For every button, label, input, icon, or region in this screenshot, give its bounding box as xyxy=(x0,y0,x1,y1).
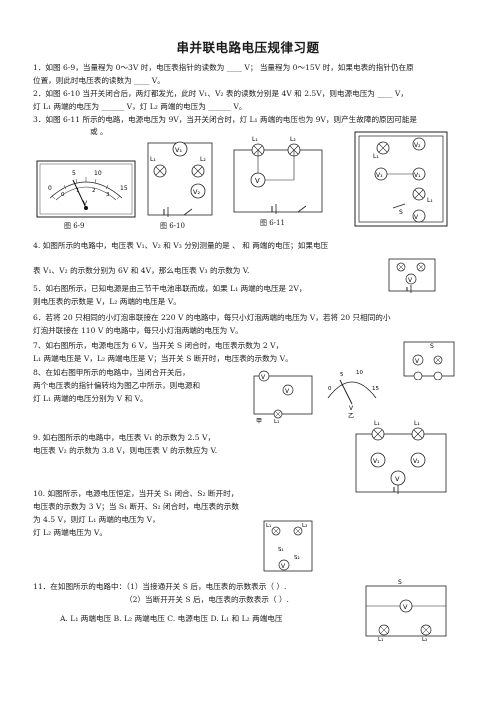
figure-q8-yi: 0 5 10 15 V 乙 xyxy=(327,370,379,420)
q8dial-unit: V xyxy=(349,405,354,412)
q4fig-l1b: L₁ xyxy=(427,197,433,204)
q9fig-l1: L₁ xyxy=(374,420,380,427)
q5fig-v: V xyxy=(408,277,413,284)
q10fig-s2: S₂ xyxy=(294,555,300,561)
q3-line-1: 3．如图 6-11 所示的电路，电源电压为 9V，当开关闭合时，灯 L₁ 两端的… xyxy=(33,115,418,124)
q8-line-2: 两个电压表的指针偏转均为图乙中所示，则电源和 xyxy=(33,381,201,390)
fig610-v2: V₂ xyxy=(193,188,200,196)
q4fig-v2: V₂ xyxy=(414,142,421,149)
q1-line-2: 位置，则此时电压表的读数为 ____ V。 xyxy=(33,76,165,85)
q9fig-l1b: L₁ xyxy=(414,420,420,427)
q10-line-3: 为 4.5 V，则灯 L₁ 两端的电压为 V， xyxy=(33,515,160,524)
q8-line-1: 8、在如右图甲所示的电路中，当闭合开关后， xyxy=(33,368,190,377)
q11fig-l1: L₁ xyxy=(378,637,383,642)
figure-q7-circuit: S V xyxy=(403,341,455,380)
q4fig-v3: V₃ xyxy=(376,172,383,179)
q11fig-s: S xyxy=(398,579,402,586)
dial-top-15: 15 xyxy=(120,185,128,192)
q2-line-1: 2．如图 6-10 当开关闭合后，两灯都发光，此时 V₁、V₂ 表的读数分别是 … xyxy=(33,89,408,98)
q10fig-v: V xyxy=(281,563,286,570)
q8dial-10: 10 xyxy=(356,370,363,376)
fig610-l2: L₂ xyxy=(200,156,206,163)
fig611-v: V xyxy=(255,177,260,185)
q4fig-l1: L₁ xyxy=(373,153,379,160)
q7-line-1: 7、如右图所示，电源电压为 6 V，当开关 S 闭合时，电压表示数为 2 V， xyxy=(33,341,284,350)
q8fig-l1: L₁ xyxy=(274,419,279,424)
q6-line-1: 6．若将 20 只相同的小灯泡串联接在 220 V 的电路中，每只小灯泡两端的电… xyxy=(33,313,391,322)
figure-q8-jia: V V L₁ 甲 xyxy=(253,370,313,424)
q6-line-2: 灯泡并联接在 110 V 的电路中，每只小灯泡两端的电压为 V。 xyxy=(33,326,243,335)
q8dial-5: 5 xyxy=(340,372,344,378)
q9-line-2: 电压表 V₂ 的示数为 3.8 V，则电压表 V 的示数应为 V. xyxy=(33,446,218,455)
dial-top-10: 10 xyxy=(94,170,102,177)
q5-line-1: 5．如右图所示，已知电源是由三节干电池串联而成，如果 L₁ 两端的电压是 2V， xyxy=(33,284,307,293)
caption-6-10: 图 6-10 xyxy=(160,222,185,230)
figure-q9-circuit: L₁ L₁ V₁ V₂ V xyxy=(355,420,447,494)
q8fig-jia: 甲 xyxy=(256,418,262,424)
figure-q5-circuit: V xyxy=(388,258,436,293)
q4-line-2: 表 V₁、V₂ 的示数分别为 6V 和 4V，那么电压表 V₃ 的示数为 V. xyxy=(33,266,250,275)
q2-line-2: 灯 L₁ 两端的电压为 ______ V，灯 L₂ 两端的电压为 ______ … xyxy=(33,102,247,111)
caption-6-11: 图 6-11 xyxy=(260,219,285,227)
q9fig-v: V xyxy=(395,475,400,483)
q4fig-v: V xyxy=(414,214,419,221)
q9fig-v2: V₂ xyxy=(413,458,420,465)
q11fig-v: V xyxy=(403,603,408,611)
q8fig-v-a: V xyxy=(261,374,266,381)
q10-line-2: 电压表的示数为 3 V；当 S₁ 断开、S₂ 闭合时，电压表的示数 xyxy=(33,502,239,511)
dial-bottom-3: 3 xyxy=(106,192,110,198)
q11-options: A. L₁ 两端电压 B. L₂ 两端电压 C. 电源电压 D. L₁ 和 L₂… xyxy=(60,614,283,623)
fig610-v1: V₁ xyxy=(175,146,182,154)
q4-line-1: 4. 如图所示的电路中，电压表 V₁、V₂ 和 V₃ 分别测量的是 、 和 两端… xyxy=(33,241,329,250)
q8dial-needle xyxy=(339,379,353,405)
dial-bottom-2: 2 xyxy=(92,188,96,194)
figure-q11-circuit: S V L₁ L₂ xyxy=(365,579,447,642)
figure-q10-circuit: L₁ L₂ S₁ S₂ V xyxy=(263,520,313,572)
dial-bottom-0: 0 xyxy=(61,192,65,198)
q10-line-4: 灯 L₂ 两端电压为 V。 xyxy=(33,528,107,537)
caption-6-9: 图 6-9 xyxy=(64,222,85,230)
q10fig-l2: L₂ xyxy=(302,523,307,529)
q10-line-1: 10. 如图所示，电源电压恒定，当开关 S₁ 闭合、S₂ 断开时， xyxy=(33,489,239,498)
dial-unit: V xyxy=(83,200,88,207)
q5-line-2: 则电压表的示数是 V，L₂ 两端的电压是 V。 xyxy=(33,297,181,306)
q10fig-s1: S₁ xyxy=(278,547,284,553)
q4fig-v1: V₁ xyxy=(414,172,421,179)
figure-6-11-circuit: L₁ L₂ V xyxy=(233,136,323,214)
q7fig-v: V xyxy=(415,358,420,365)
dial-top-0: 0 xyxy=(48,185,52,192)
q7fig-s: S xyxy=(430,343,434,350)
q7-line-2: L₁ 两端电压是 V，L₂ 两端电压是 V；当开关 S 断开时，电压表的示数为 … xyxy=(33,354,293,363)
dial-top-5: 5 xyxy=(72,170,76,177)
q4fig-s: S xyxy=(399,209,403,216)
q10fig-l1: L₁ xyxy=(266,523,271,529)
q1-line-1: 1．如图 6-9，当量程为 0～3V 时，电压表指针的读数为 ____ V； 当… xyxy=(33,63,414,72)
figure-6-10-circuit: V₁ L₁ L₂ V₂ xyxy=(147,141,213,217)
fig611-l2: L₂ xyxy=(290,136,296,143)
q9fig-v1: V₁ xyxy=(373,458,380,465)
figure-q4-circuit: L₁ V₂ V₃ V₁ L₁ S V xyxy=(354,131,448,227)
q11-line-1: 11．在如图所示的电路中：（1）当接通开关 S 后，电压表的示数表示（ ）. xyxy=(33,582,287,591)
q11fig-l2: L₂ xyxy=(422,637,427,642)
q9-line-1: 9. 如右图所示的电路中，电压表 V₁ 的示数为 2.5 V， xyxy=(33,433,216,442)
q8fig-yi: 乙 xyxy=(348,413,354,420)
q3-line-2: 或 。 xyxy=(90,127,108,136)
q11-line-2: （2）当断开开关 S 后，电压表的示数表示（ ）. xyxy=(125,595,289,604)
fig610-l1: L₁ xyxy=(150,156,156,163)
page-title: 串并联电路电压规律习题 xyxy=(176,40,320,55)
q8dial-0: 0 xyxy=(328,386,332,392)
fig611-l1: L₁ xyxy=(252,136,258,143)
figure-6-9-voltmeter: 0 5 10 15 0 1 2 3 V xyxy=(36,160,136,218)
q8dial-15: 15 xyxy=(372,386,379,392)
q8fig-v-b: V xyxy=(285,388,290,395)
dial-needle xyxy=(72,179,87,209)
q8-line-3: 灯 L₁ 两端的电压分别为 V 和 V。 xyxy=(33,394,148,403)
